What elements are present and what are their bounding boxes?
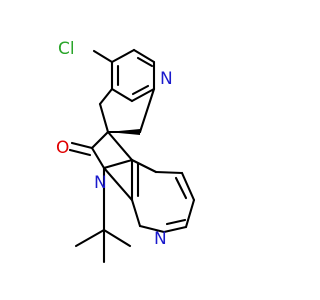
bond <box>165 218 187 226</box>
bond <box>90 130 110 150</box>
bond <box>102 158 134 170</box>
bond <box>106 130 134 162</box>
bond <box>131 84 150 96</box>
bond <box>98 87 114 106</box>
pyridine-nitrogen-top-label: N <box>160 69 173 89</box>
bond <box>102 228 132 248</box>
bond <box>138 87 156 134</box>
bond <box>130 158 158 174</box>
bond <box>136 56 154 68</box>
wedge-bond <box>108 129 140 135</box>
bond <box>132 48 156 64</box>
bond <box>174 176 188 200</box>
chlorine-label: Cl <box>58 39 75 59</box>
molecule-structure: Cl N O N N <box>56 39 196 264</box>
bond <box>184 198 196 229</box>
bond <box>92 49 114 64</box>
bond <box>138 224 166 234</box>
bond <box>110 48 136 64</box>
bond <box>130 198 142 228</box>
pyridine-nitrogen-bottom-label: N <box>154 229 167 249</box>
bond <box>70 141 94 150</box>
amide-nitrogen-label: N <box>94 173 107 193</box>
bond <box>180 171 196 202</box>
carbonyl-oxygen-label: O <box>56 138 69 158</box>
bond <box>162 225 188 234</box>
structure-canvas: Cl N O N N <box>56 39 196 264</box>
bond <box>98 102 110 134</box>
bond <box>90 146 106 170</box>
bond <box>68 148 92 157</box>
bond <box>102 166 134 202</box>
bond <box>110 87 134 103</box>
bond <box>130 87 156 103</box>
bond <box>74 228 106 248</box>
bond <box>154 170 184 175</box>
